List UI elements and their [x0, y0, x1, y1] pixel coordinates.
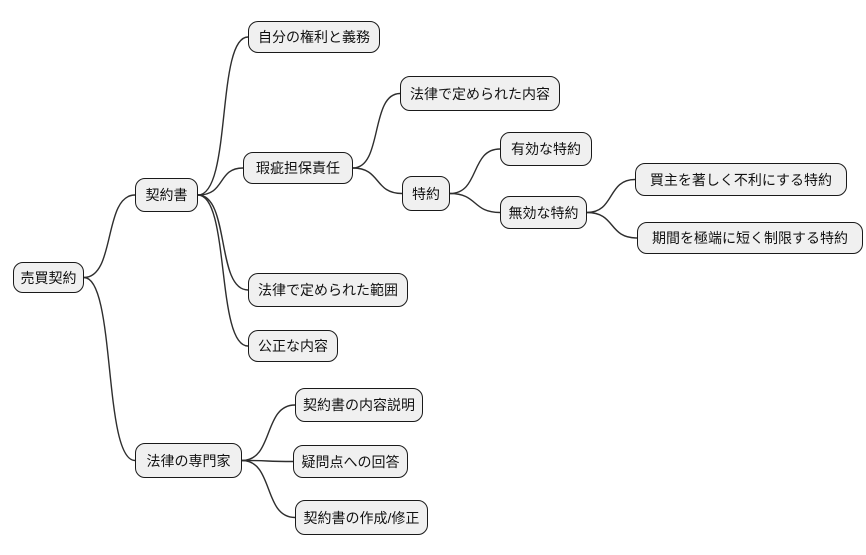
node-fair-content[interactable]: 公正な内容 [248, 330, 338, 362]
edge-special-invalid-provision [449, 192, 501, 214]
edge-expert-question-answers [241, 459, 294, 463]
node-period-limit-provision[interactable]: 期間を極端に短く制限する特約 [637, 222, 863, 254]
node-legal-content[interactable]: 法律で定められた内容 [400, 76, 560, 111]
edge-defect-legal-content [352, 92, 401, 169]
edge-contract-legal-scope [197, 194, 249, 291]
edge-contract-own-rights [197, 36, 249, 196]
node-question-answers[interactable]: 疑問点への回答 [293, 445, 408, 478]
node-legal-expert[interactable]: 法律の専門家 [135, 443, 242, 478]
node-sales-contract[interactable]: 売買契約 [13, 262, 84, 293]
edge-invalid-period-limit [586, 211, 638, 239]
edge-expert-contract-explanation [241, 404, 296, 462]
node-buyer-disadvantage-provision[interactable]: 買主を著しく不利にする特約 [635, 163, 847, 196]
edge-special-valid-provision [449, 148, 501, 195]
node-invalid-provision[interactable]: 無効な特約 [500, 196, 587, 229]
node-own-rights-duties[interactable]: 自分の権利と義務 [248, 21, 380, 53]
node-defect-warranty-liability[interactable]: 瑕疵担保責任 [243, 152, 353, 184]
node-contract-drafting[interactable]: 契約書の作成/修正 [295, 500, 428, 535]
node-special-provision[interactable]: 特約 [402, 176, 450, 211]
node-contract-explanation[interactable]: 契約書の内容説明 [295, 388, 423, 422]
node-valid-provision[interactable]: 有効な特約 [500, 132, 592, 166]
edge-root-contract-document [83, 194, 136, 279]
node-legal-scope[interactable]: 法律で定められた範囲 [248, 273, 408, 307]
edge-root-legal-expert [83, 276, 136, 462]
edge-invalid-buyer-disadvantage [586, 178, 636, 214]
edge-contract-defect-warranty [197, 167, 244, 196]
node-contract-document[interactable]: 契約書 [135, 178, 198, 212]
edge-defect-special-provision [352, 167, 403, 195]
edge-expert-contract-drafting [241, 459, 296, 519]
edge-contract-fair-content [197, 194, 249, 347]
